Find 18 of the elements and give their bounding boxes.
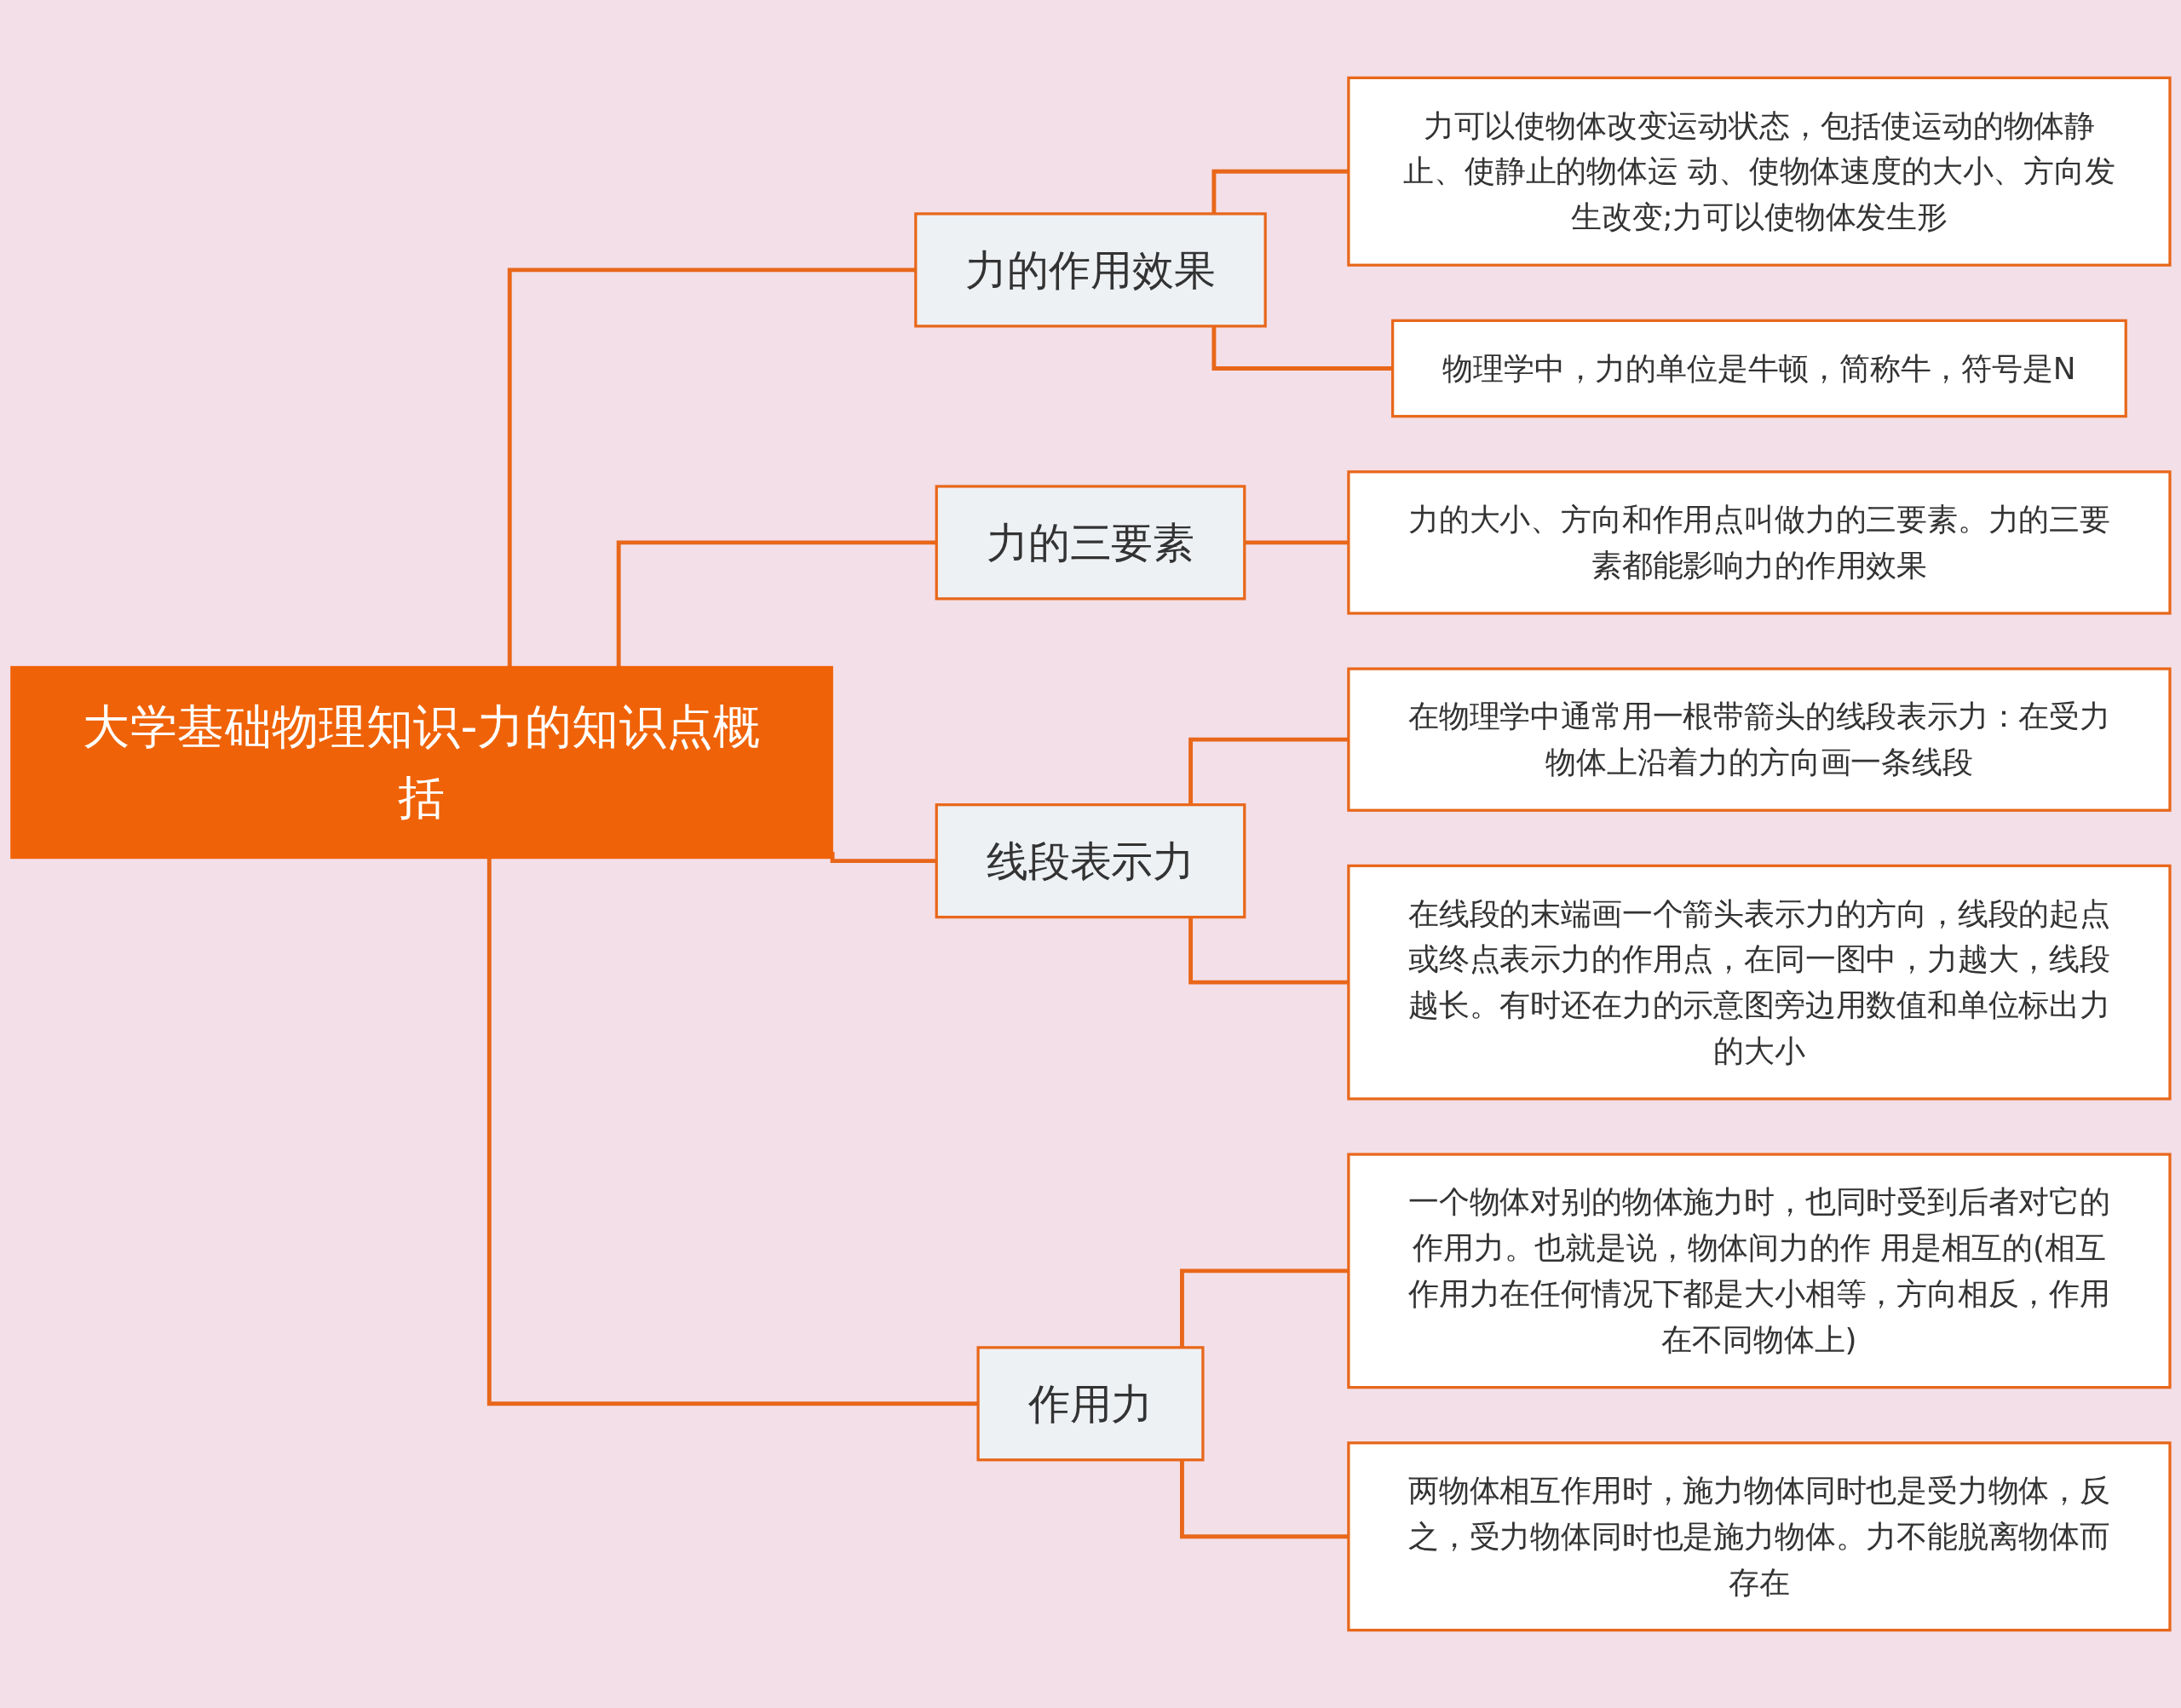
connector bbox=[1211, 325, 1393, 371]
node-box: 一个物体对别的物体施力时，也同时受到后者对它的作用力。也就是说，物体间力的作 用是相互的(相互作用力在任何情况下都是大小相等，方向相反，作用在不同物体上) bbox=[1347, 1153, 2172, 1389]
connector bbox=[1211, 169, 1349, 214]
connector bbox=[1188, 737, 1349, 805]
node-box: 两物体相互作用时，施力物体同时也是受力物体，反之，受力物体同时也是施力物体。力不能脱离物体而存在 bbox=[1347, 1441, 2172, 1632]
node-box: 力的作用效果 bbox=[914, 212, 1267, 328]
node-box: 力的三要素 bbox=[935, 485, 1246, 601]
node-box: 力可以使物体改变运动状态，包括使运动的物体静止、使静止的物体运 动、使物体速度的大小、方向发生改变;力可以使物体发生形 bbox=[1347, 76, 2172, 267]
connector bbox=[1188, 917, 1349, 985]
node-box: 作用力 bbox=[976, 1346, 1205, 1462]
connector bbox=[1180, 1459, 1349, 1539]
node-box: 物理学中，力的单位是牛顿，简称牛，符号是N bbox=[1391, 319, 2127, 418]
connector bbox=[1180, 1268, 1349, 1348]
node-box: 线段表示力 bbox=[935, 803, 1246, 919]
node-box: 大学基础物理知识-力的知识点概括 bbox=[10, 665, 833, 860]
node-box: 力的大小、方向和作用点叫做力的三要素。力的三要素都能影响力的作用效果 bbox=[1347, 470, 2172, 615]
node-box: 在物理学中通常用一根带箭头的线段表示力：在受力物体上沿着力的方向画一条线段 bbox=[1347, 667, 2172, 812]
node-box: 在线段的末端画一个箭头表示力的方向，线段的起点或终点表示力的作用点，在同一图中，力越大，线段越长。有时还在力的示意图旁边用数值和单位标出力的大小 bbox=[1347, 864, 2172, 1101]
